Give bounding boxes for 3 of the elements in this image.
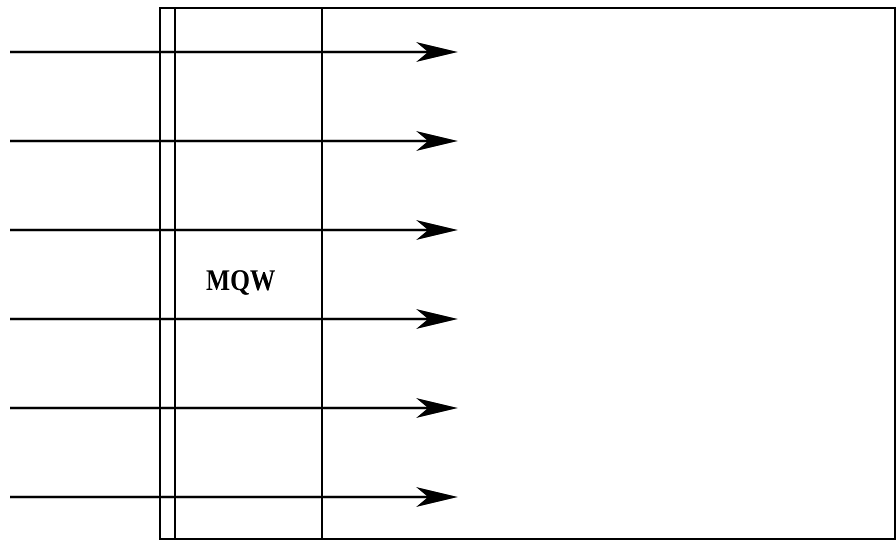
layer-label: MQW [206, 264, 276, 298]
layer-block [321, 7, 896, 540]
layer-block [174, 7, 324, 540]
